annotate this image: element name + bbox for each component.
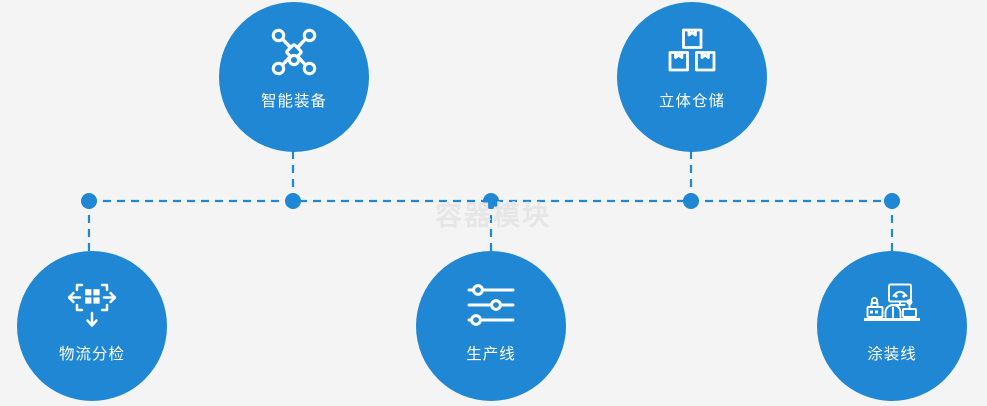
paint-booth-monitor-icon [864,277,920,333]
stacked-boxes-icon [664,24,720,80]
junction-dot-smart-equipment[interactable] [285,193,301,209]
node-label: 生产线 [466,346,516,363]
node-production-line[interactable]: 生产线 [416,251,566,401]
node-sorting[interactable]: 物流分检 [17,251,167,401]
scan-sorting-arrows-icon [64,277,120,333]
node-smart-equipment[interactable]: 智能装备 [219,2,369,152]
node-painting-line[interactable]: 涂装线 [817,251,967,401]
sliders-icon [463,277,519,333]
watermark-text: 容器模块 [435,201,551,231]
node-label: 涂装线 [867,346,917,363]
junction-dot-sorting[interactable] [81,193,97,209]
node-label: 物流分检 [58,346,125,363]
network-nodes-icon [266,24,322,80]
junction-dot-warehouse[interactable] [683,193,699,209]
junction-dot-painting-line[interactable] [884,193,900,209]
node-label: 智能装备 [260,93,327,110]
node-warehouse[interactable]: 立体仓储 [617,2,767,152]
node-label: 立体仓储 [658,93,725,110]
